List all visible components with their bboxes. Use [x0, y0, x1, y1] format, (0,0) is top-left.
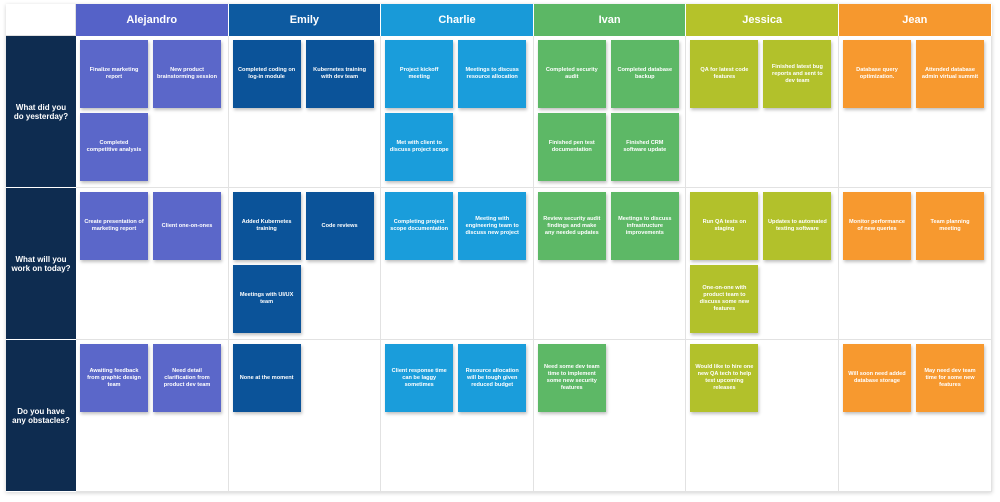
sticky-note[interactable]: Client one-on-ones: [153, 192, 221, 260]
column-header-emily: Emily: [228, 4, 382, 36]
sticky-note[interactable]: Added Kubernetes training: [232, 192, 301, 260]
sticky-note[interactable]: Updates to automated testing software: [763, 192, 832, 260]
board-cell: Need some dev team time to implement som…: [533, 340, 687, 492]
column-header-alejandro: Alejandro: [76, 4, 229, 36]
board-cell: None at the moment: [228, 340, 382, 492]
column-header-ivan: Ivan: [533, 4, 687, 36]
sticky-note[interactable]: Would like to hire one new QA tech to he…: [690, 344, 759, 412]
sticky-note[interactable]: Kubernetes training with dev team: [305, 40, 374, 108]
sticky-note[interactable]: Run QA tests on staging: [690, 192, 759, 260]
board-cell: Would like to hire one new QA tech to he…: [686, 340, 839, 492]
sticky-note[interactable]: Will soon need added database storage: [843, 344, 911, 412]
row-header-0: What did you do yesterday?: [6, 36, 76, 188]
sticky-note[interactable]: Finished pen test documentation: [537, 113, 606, 181]
sticky-note[interactable]: Attended database admin virtual summit: [916, 40, 984, 108]
sticky-note[interactable]: Finalize marketing report: [80, 40, 148, 108]
sticky-note[interactable]: Completing project scope documentation: [385, 192, 454, 260]
sticky-note[interactable]: Meetings to discuss resource allocation: [458, 40, 527, 108]
board-cell: Database query optimization.Attended dat…: [839, 36, 992, 188]
sticky-note[interactable]: Client response time can be laggy someti…: [385, 344, 454, 412]
sticky-note[interactable]: Met with client to discuss project scope: [385, 113, 454, 181]
sticky-note[interactable]: Completed coding on log-in module: [232, 40, 301, 108]
sticky-note[interactable]: Completed security audit: [537, 40, 606, 108]
row-header-1: What will you work on today?: [6, 188, 76, 340]
sticky-note[interactable]: Resource allocation will be tough given …: [458, 344, 527, 412]
column-header-charlie: Charlie: [381, 4, 534, 36]
sticky-note[interactable]: Awaiting feedback from graphic design te…: [80, 344, 148, 412]
sticky-note[interactable]: Meetings to discuss infrastructure impro…: [610, 192, 679, 260]
sticky-note[interactable]: Finished CRM software update: [610, 113, 679, 181]
sticky-note[interactable]: Project kickoff meeting: [385, 40, 454, 108]
sticky-note[interactable]: Code reviews: [305, 192, 374, 260]
board-corner: [6, 4, 76, 36]
sticky-note[interactable]: New product brainstorming session: [153, 40, 221, 108]
sticky-note[interactable]: Monitor performance of new queries: [843, 192, 911, 260]
sticky-note[interactable]: May need dev team time for some new feat…: [916, 344, 984, 412]
sticky-note[interactable]: Need detail clarification from product d…: [153, 344, 221, 412]
sticky-note[interactable]: Finished latest bug reports and sent to …: [763, 40, 832, 108]
board-cell: Client response time can be laggy someti…: [381, 340, 534, 492]
row-header-2: Do you have any obstacles?: [6, 340, 76, 492]
sticky-note[interactable]: Create presentation of marketing report: [80, 192, 148, 260]
sticky-note[interactable]: Meetings with UI/UX team: [232, 265, 301, 333]
sticky-note[interactable]: One-on-one with product team to discuss …: [690, 265, 759, 333]
sticky-note[interactable]: Need some dev team time to implement som…: [537, 344, 606, 412]
sticky-note[interactable]: Completed competitive analysis: [80, 113, 148, 181]
column-header-jessica: Jessica: [686, 4, 839, 36]
sticky-note[interactable]: Completed database backup: [610, 40, 679, 108]
board-cell: Awaiting feedback from graphic design te…: [76, 340, 229, 492]
sticky-note[interactable]: Database query optimization.: [843, 40, 911, 108]
board-cell: Review security audit findings and make …: [533, 188, 687, 340]
sticky-note[interactable]: Meeting with engineering team to discuss…: [458, 192, 527, 260]
sticky-note[interactable]: None at the moment: [232, 344, 301, 412]
sticky-note[interactable]: Team planning meeting: [916, 192, 984, 260]
sticky-note[interactable]: Review security audit findings and make …: [537, 192, 606, 260]
sticky-note[interactable]: QA for latest code features: [690, 40, 759, 108]
column-header-jean: Jean: [839, 4, 992, 36]
